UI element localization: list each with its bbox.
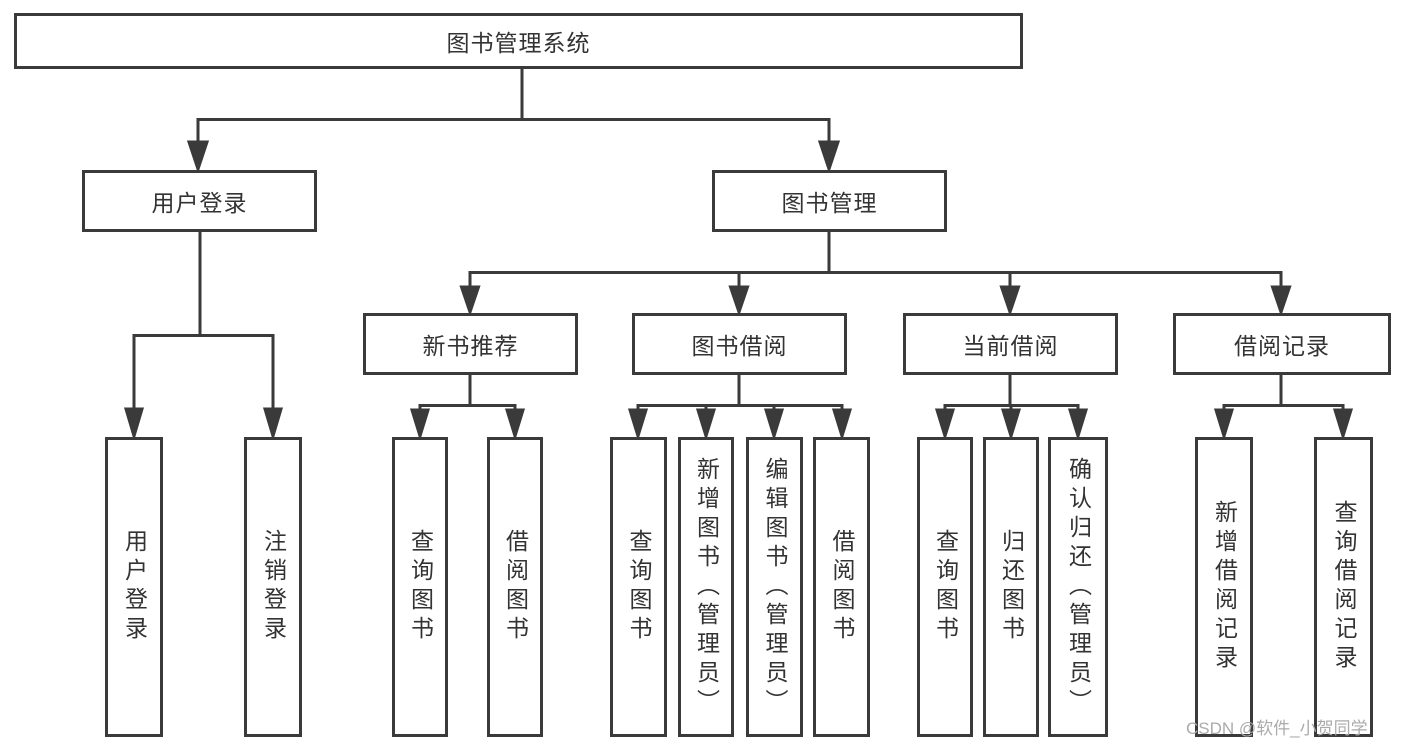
node-book-management: 图书管理 bbox=[712, 170, 947, 232]
csdn-watermark: CSDN @软件_小贺同学 bbox=[1186, 719, 1368, 738]
node-add-book-admin: 新增图书（管理员） bbox=[678, 437, 734, 737]
node-edit-book-admin-label: 编辑图书（管理员） bbox=[762, 456, 788, 718]
node-query-books-recommend-label: 查询图书 bbox=[407, 529, 434, 645]
node-borrow-books-leaf-label: 借阅图书 bbox=[829, 529, 855, 645]
node-borrow-books-leaf: 借阅图书 bbox=[813, 437, 870, 737]
node-user-login-branch: 用户登录 bbox=[82, 170, 317, 232]
node-add-borrow-record-label: 新增借阅记录 bbox=[1211, 500, 1238, 674]
node-add-borrow-record: 新增借阅记录 bbox=[1195, 437, 1253, 737]
node-book-borrowing: 图书借阅 bbox=[632, 313, 847, 375]
node-logout-leaf: 注销登录 bbox=[244, 437, 302, 737]
node-new-book-recommendation: 新书推荐 bbox=[363, 313, 578, 375]
node-current-borrowing: 当前借阅 bbox=[903, 313, 1118, 375]
node-query-borrow-record: 查询借阅记录 bbox=[1314, 437, 1373, 737]
node-query-books-borrow-label: 查询图书 bbox=[626, 529, 652, 645]
node-edit-book-admin: 编辑图书（管理员） bbox=[746, 437, 803, 737]
node-query-books-borrow: 查询图书 bbox=[610, 437, 667, 737]
node-user-login-branch-label: 用户登录 bbox=[151, 190, 248, 216]
node-confirm-return-admin: 确认归还（管理员） bbox=[1048, 437, 1108, 737]
node-new-book-recommendation-label: 新书推荐 bbox=[422, 333, 519, 359]
node-book-management-label: 图书管理 bbox=[781, 190, 878, 216]
node-confirm-return-admin-label: 确认归还（管理员） bbox=[1065, 456, 1092, 718]
node-book-borrowing-label: 图书借阅 bbox=[691, 333, 788, 359]
node-root-label: 图书管理系统 bbox=[446, 30, 591, 56]
node-user-login-leaf: 用户登录 bbox=[105, 437, 163, 737]
node-borrowing-records-label: 借阅记录 bbox=[1234, 333, 1330, 359]
node-current-borrowing-label: 当前借阅 bbox=[962, 333, 1059, 359]
node-query-borrow-record-label: 查询借阅记录 bbox=[1331, 500, 1357, 674]
node-query-books-recommend: 查询图书 bbox=[392, 437, 448, 737]
node-return-books: 归还图书 bbox=[983, 437, 1039, 737]
node-user-login-leaf-label: 用户登录 bbox=[121, 529, 148, 645]
node-borrow-books-recommend-label: 借阅图书 bbox=[502, 529, 529, 645]
node-add-book-admin-label: 新增图书（管理员） bbox=[693, 456, 720, 718]
node-query-books-current-label: 查询图书 bbox=[932, 529, 959, 645]
node-return-books-label: 归还图书 bbox=[998, 529, 1025, 645]
node-logout-leaf-label: 注销登录 bbox=[260, 529, 287, 645]
node-query-books-current: 查询图书 bbox=[917, 437, 973, 737]
node-root: 图书管理系统 bbox=[14, 13, 1023, 69]
node-borrow-books-recommend: 借阅图书 bbox=[487, 437, 543, 737]
node-borrowing-records: 借阅记录 bbox=[1173, 313, 1391, 375]
